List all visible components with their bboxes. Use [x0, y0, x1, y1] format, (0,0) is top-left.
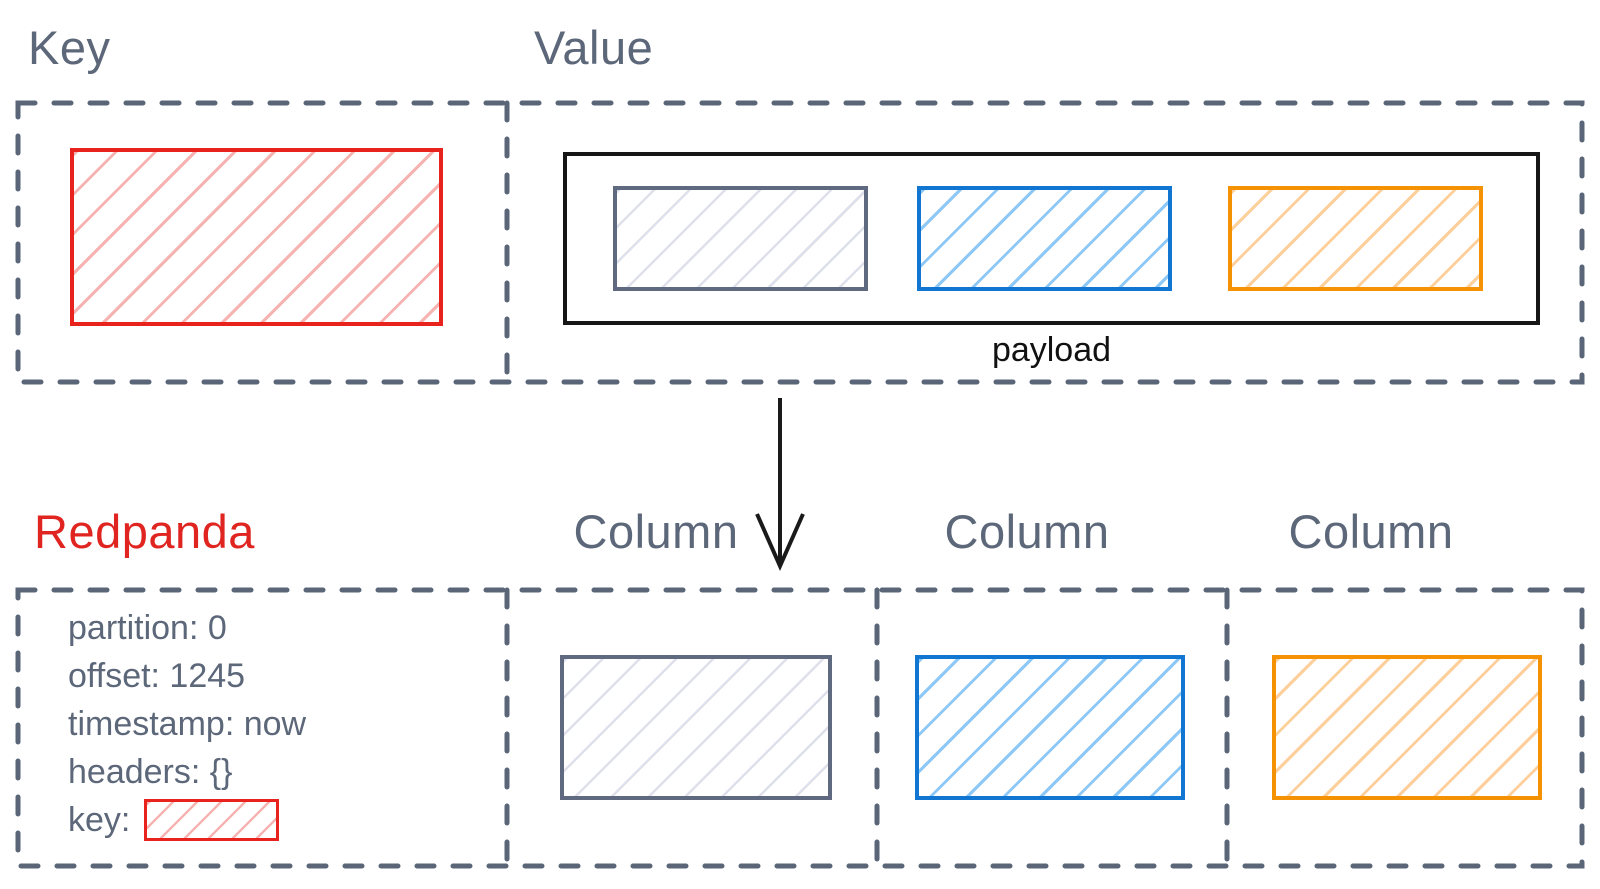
key-label: Key	[28, 21, 111, 74]
payload-field-blue	[917, 186, 1172, 291]
column-cell-blue	[915, 655, 1185, 800]
payload-field-orange	[1228, 186, 1483, 291]
column-label-2: Column	[944, 505, 1110, 558]
key-field-label: key:	[68, 801, 131, 839]
metadata-offset: offset: 1245	[68, 657, 246, 695]
key-value-chip	[144, 799, 280, 841]
column-label-1: Column	[573, 505, 739, 558]
table-dashed-region	[15, 587, 1585, 869]
redpanda-label: Redpanda	[34, 505, 255, 558]
metadata-partition: partition: 0	[68, 609, 227, 647]
payload-field-gray	[613, 186, 868, 291]
column-cell-orange	[1272, 655, 1542, 800]
record-metadata: partition: 0 offset: 1245 timestamp: now…	[68, 604, 306, 844]
metadata-timestamp: timestamp: now	[68, 705, 307, 743]
metadata-key-line: key:	[68, 796, 306, 844]
payload-label: payload	[991, 331, 1112, 369]
metadata-headers: headers: {}	[68, 753, 233, 791]
column-cell-gray	[560, 655, 832, 800]
value-label: Value	[534, 21, 654, 74]
column-label-3: Column	[1288, 505, 1454, 558]
record-dashed-region	[15, 100, 1585, 385]
down-arrow-icon	[755, 398, 805, 571]
key-hatched-box	[70, 148, 443, 326]
